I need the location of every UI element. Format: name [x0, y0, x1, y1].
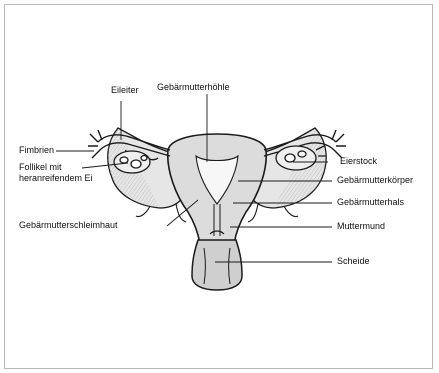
label-muttermund: Muttermund	[337, 221, 385, 232]
vagina	[192, 231, 242, 290]
label-fimbrien: Fimbrien	[19, 145, 54, 156]
uterus-body	[168, 134, 267, 244]
left-ovary	[114, 151, 150, 173]
label-eileiter: Eileiter	[111, 85, 139, 96]
label-follikel-line1: Follikel mit	[19, 162, 62, 173]
label-gebaermutterschleimhaut: Gebärmutterschleimhaut	[19, 220, 118, 231]
label-scheide: Scheide	[337, 256, 370, 267]
label-gebaermutterhals: Gebärmutterhals	[337, 197, 404, 208]
label-follikel-line2: heranreifendem Ei	[19, 173, 93, 184]
label-eierstock: Eierstock	[340, 156, 377, 167]
label-gebaermutterkoerper: Gebärmutterkörper	[337, 175, 413, 186]
label-gebaermutterhoehle: Gebärmutterhöhle	[157, 82, 230, 93]
